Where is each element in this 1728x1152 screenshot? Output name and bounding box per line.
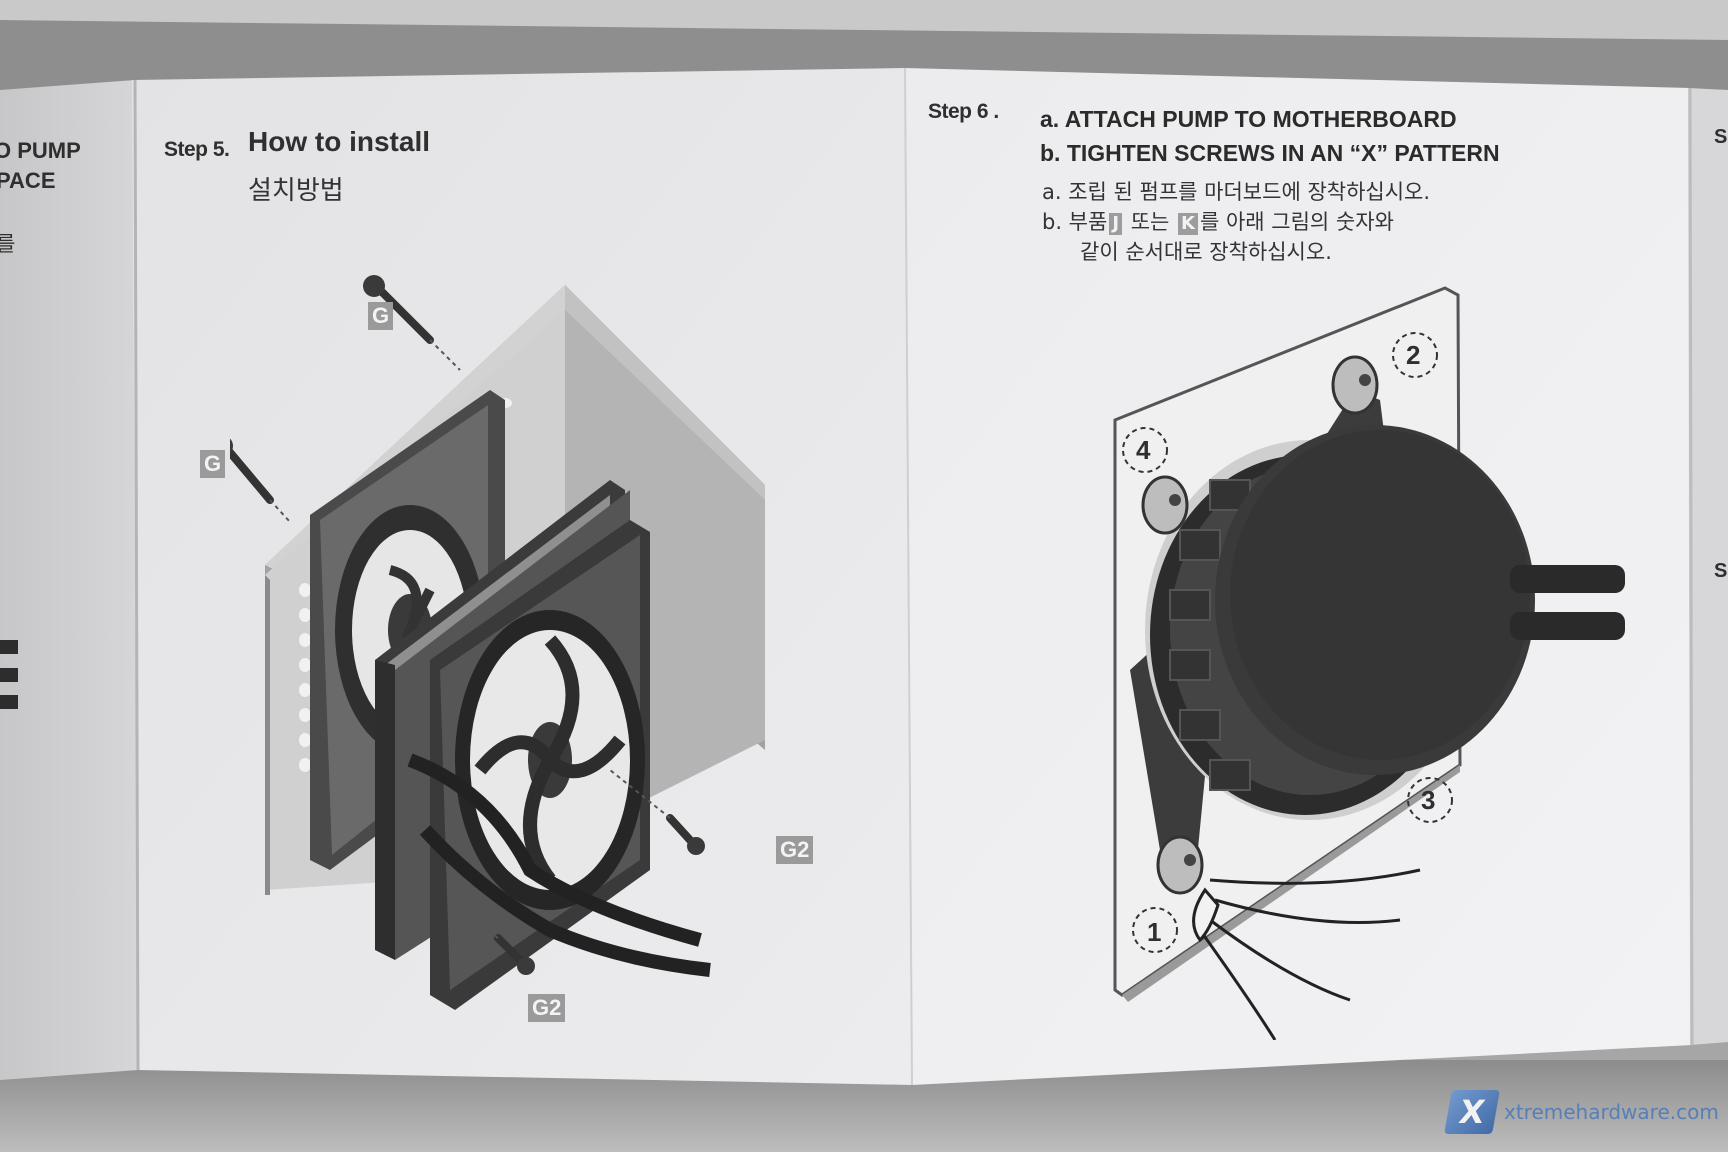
part-tag-g2-bottom: G2 bbox=[528, 994, 566, 1022]
left-panel-line-1: O PUMP bbox=[0, 138, 81, 163]
right-edge-letter-1: S bbox=[1714, 126, 1728, 148]
step6-korean-b-mid: 또는 bbox=[1124, 210, 1177, 234]
step5-title-korean: 설치방법 bbox=[248, 176, 344, 206]
step6-korean-c: 같이 순서대로 장착하십시오. bbox=[1080, 240, 1332, 264]
step6-pump-illustration bbox=[1113, 286, 1625, 1040]
screw-order-2: 2 bbox=[1406, 340, 1421, 370]
step6-instruction-a: a. ATTACH PUMP TO MOTHERBOARD bbox=[1040, 106, 1457, 132]
site-watermark: X xtremehardware.com bbox=[1444, 1090, 1719, 1134]
part-tag-g-left: G bbox=[200, 450, 226, 478]
right-edge-letter-2: S bbox=[1714, 560, 1728, 582]
screw-order-1: 1 bbox=[1147, 917, 1162, 947]
watermark-logo-icon: X bbox=[1444, 1090, 1500, 1134]
part-tag-g-top: G bbox=[368, 302, 394, 330]
watermark-text: xtremehardware.com bbox=[1504, 1100, 1719, 1124]
part-j-badge: J bbox=[1109, 213, 1123, 235]
screw-order-3: 3 bbox=[1421, 785, 1436, 815]
part-tag-g2-right: G2 bbox=[776, 836, 814, 864]
step5-label: Step 5. bbox=[164, 138, 230, 161]
step6-korean-b-suffix: 를 아래 그림의 숫자와 bbox=[1199, 210, 1394, 234]
screw-order-4: 4 bbox=[1136, 435, 1151, 465]
step6-korean-a: a. 조립 된 펌프를 마더보드에 장착하십시오. bbox=[1042, 180, 1431, 204]
left-panel-line-3: 를 bbox=[0, 232, 16, 256]
left-panel-line-2: PACE bbox=[0, 168, 56, 193]
step6-instruction-b: b. TIGHTEN SCREWS IN AN “X” PATTERN bbox=[1040, 140, 1500, 166]
part-k-badge: K bbox=[1178, 213, 1198, 235]
step5-title: How to install bbox=[248, 126, 430, 157]
step5-radiator-illustration bbox=[230, 275, 765, 1010]
step6-label: Step 6 . bbox=[928, 100, 999, 123]
step6-korean-b-prefix: b. 부품 bbox=[1042, 210, 1108, 234]
